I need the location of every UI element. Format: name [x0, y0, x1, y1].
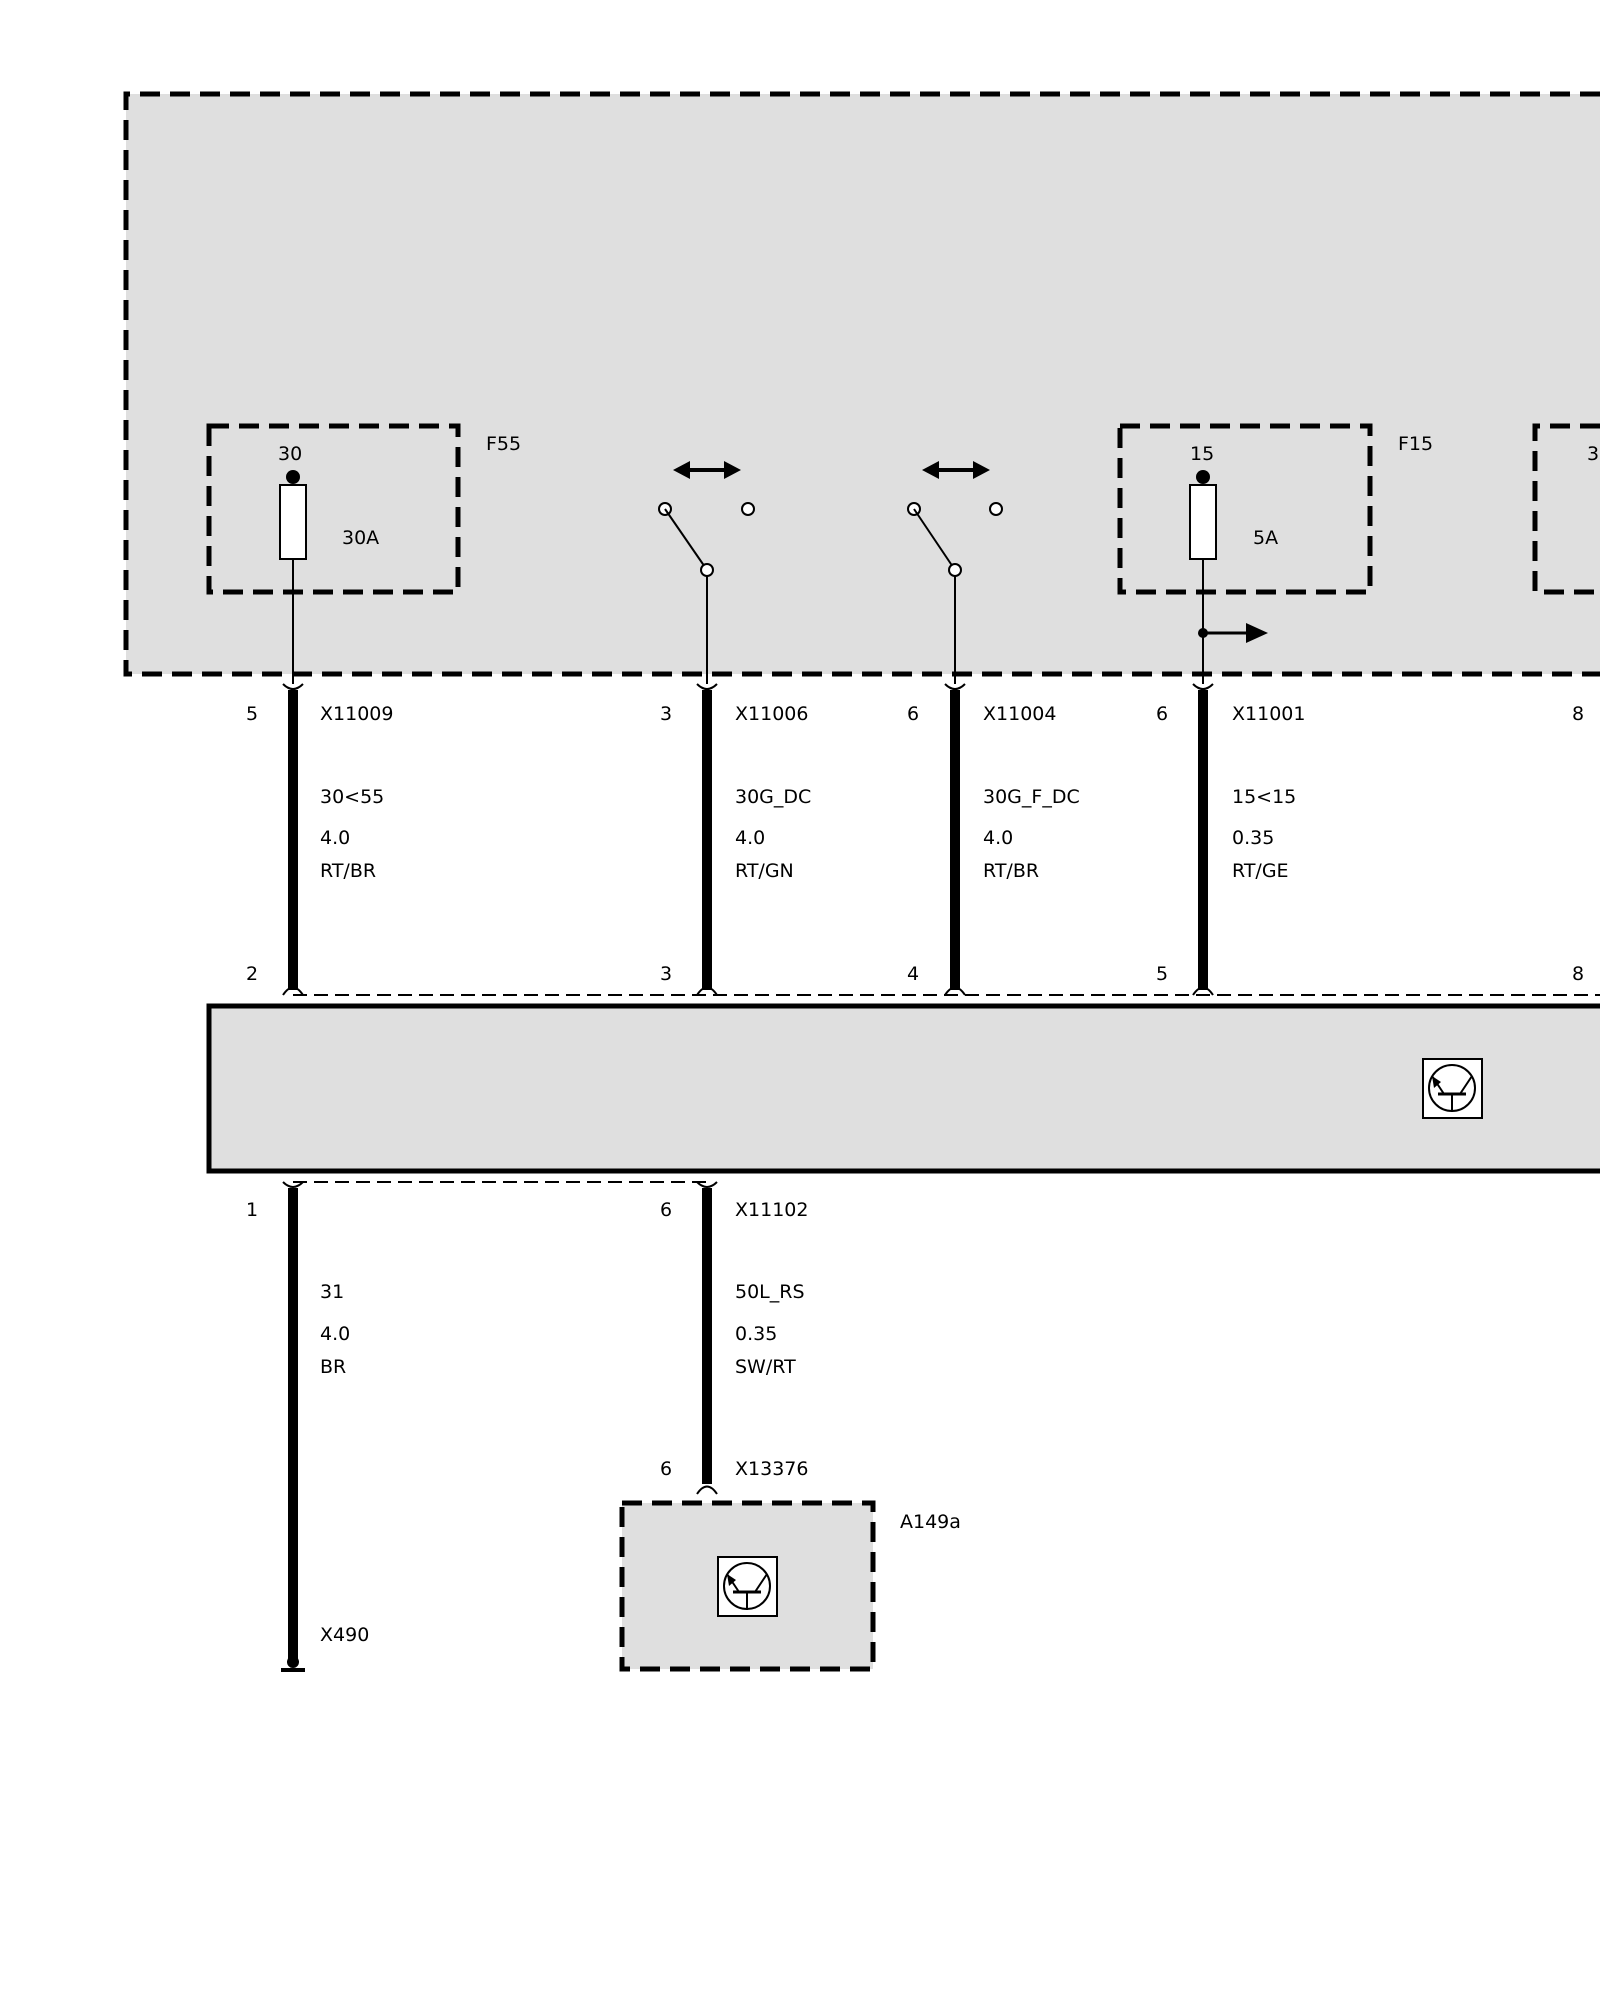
component-a149a-label: A149a	[900, 1511, 961, 1533]
ground-wire-pin: 1	[246, 1199, 258, 1221]
wire-4-gauge: 0.35	[1232, 827, 1274, 849]
transistor-icon	[717, 1556, 778, 1617]
wire-x11009	[282, 683, 304, 996]
wire-3-pin-top: 6	[907, 703, 919, 725]
x11102-signal: 50L_RS	[735, 1281, 805, 1303]
wire-4-pin-bottom: 5	[1156, 963, 1168, 985]
wire-1-pin-bottom: 2	[246, 963, 258, 985]
wire-3-signal: 30G_F_DC	[983, 786, 1080, 808]
wire-2-connector: X11006	[735, 703, 808, 725]
fuse-f55-rating: 30A	[342, 527, 379, 549]
wire-4-connector: X11001	[1232, 703, 1305, 725]
switch-1	[658, 461, 755, 684]
x13376-connector: X13376	[735, 1458, 808, 1480]
wire-2-signal: 30G_DC	[735, 786, 811, 808]
fuse-f15-terminal: 15	[1190, 443, 1214, 465]
component-a149a: A149a	[619, 1500, 961, 1672]
transistor-icon	[1422, 1058, 1483, 1119]
fuse-f15-rating: 5A	[1253, 527, 1278, 549]
wire-2-gauge: 4.0	[735, 827, 765, 849]
branch-arrow-icon	[1198, 623, 1268, 643]
wire-1-color: RT/BR	[320, 860, 376, 882]
wire-2-labels: 3 X11006 30G_DC 4.0 RT/GN 3	[660, 703, 811, 985]
wire-1-gauge: 4.0	[320, 827, 350, 849]
wire-2-pin-top: 3	[660, 703, 672, 725]
central-module	[206, 1003, 1600, 1174]
partial-pin-top: 8	[1572, 703, 1584, 725]
switch-2	[907, 461, 1003, 684]
fuse-f55-terminal: 30	[278, 443, 302, 465]
ground-wire-color: BR	[320, 1356, 346, 1378]
partial-pin-bottom: 8	[1572, 963, 1584, 985]
wire-4-signal: 15<15	[1232, 786, 1296, 808]
ground-wire-gauge: 4.0	[320, 1323, 350, 1345]
wire-3-color: RT/BR	[983, 860, 1039, 882]
wire-x11006	[696, 683, 718, 996]
x11102-pin: 6	[660, 1199, 672, 1221]
ground-wire-labels: 1 31 4.0 BR X490	[246, 1199, 369, 1646]
fuse-partial-box: 3	[1532, 423, 1600, 595]
wire-2-color: RT/GN	[735, 860, 794, 882]
fuse-f15-box: F15 15 5A	[1117, 423, 1433, 595]
fuse-f55-box: F55 30 30A	[206, 423, 521, 595]
wire-3-connector: X11004	[983, 703, 1056, 725]
ground-wire-signal: 31	[320, 1281, 344, 1303]
wire-1-connector: X11009	[320, 703, 393, 725]
wire-4-pin-top: 6	[1156, 703, 1168, 725]
wire-x11004	[944, 683, 966, 996]
fuse-f15-icon	[1189, 484, 1217, 560]
fuse-f55-icon	[279, 484, 307, 560]
fuse-f55-label: F55	[486, 433, 521, 455]
wire-x11001	[1192, 683, 1214, 996]
x13376-pin: 6	[660, 1458, 672, 1480]
x11102-color: SW/RT	[735, 1356, 796, 1378]
wire-3-gauge: 4.0	[983, 827, 1013, 849]
wire-3-pin-bottom: 4	[907, 963, 919, 985]
wire-x11102	[696, 1181, 718, 1495]
wire-1-pin-top: 5	[246, 703, 258, 725]
fuse-partial-terminal: 3	[1587, 443, 1599, 465]
wire-1-signal: 30<55	[320, 786, 384, 808]
x11102-connector: X11102	[735, 1199, 808, 1221]
wire-2-pin-bottom: 3	[660, 963, 672, 985]
x11102-wire-labels: 6 X11102 50L_RS 0.35 SW/RT 6 X13376	[660, 1199, 808, 1480]
wire-ground	[281, 1181, 305, 1672]
wire-4-color: RT/GE	[1232, 860, 1289, 882]
fuse-f15-label: F15	[1398, 433, 1433, 455]
x11102-gauge: 0.35	[735, 1323, 777, 1345]
wire-1-labels: 5 X11009 30<55 4.0 RT/BR 2	[246, 703, 393, 985]
wire-3-labels: 6 X11004 30G_F_DC 4.0 RT/BR 4	[907, 703, 1080, 985]
ground-point-label: X490	[320, 1624, 369, 1646]
wire-4-labels: 6 X11001 15<15 0.35 RT/GE 5	[1156, 703, 1305, 985]
